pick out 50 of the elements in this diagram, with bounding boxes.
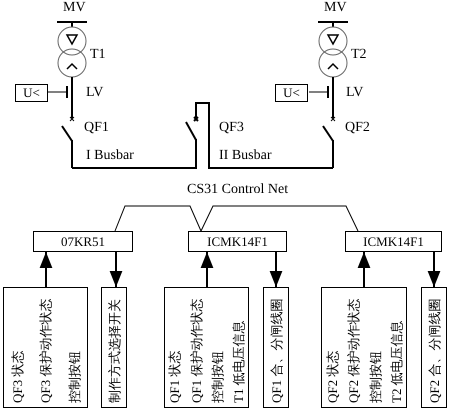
device-label: ICMK14F1: [363, 234, 424, 250]
relay-box: [15, 84, 48, 102]
signal-text: T1 低电压信息: [232, 319, 247, 403]
signal-text: QF2 合、分闸线圈: [428, 298, 442, 403]
component-label: MV: [324, 1, 347, 15]
network-label: CS31 Control Net: [187, 183, 288, 197]
controller-box: [188, 231, 287, 252]
signal-box: [321, 287, 407, 408]
signal-box: [101, 287, 127, 408]
signal-text: QF1 合、分闸线圈: [270, 298, 284, 403]
signal-box: [421, 287, 447, 408]
component-label: QF2: [345, 121, 370, 135]
arrow: [110, 252, 122, 287]
signal-text: QF2 保护动作状态: [347, 298, 362, 403]
component-label: II Busbar: [219, 149, 272, 163]
signal-text: QF1 状态: [168, 350, 183, 403]
signal-text: 控制按钮: [368, 350, 383, 403]
signal-text: QF1 保护动作状态: [190, 298, 204, 403]
component-label: MV: [63, 1, 86, 15]
device-label: 07KR51: [60, 234, 106, 250]
component-label: I Busbar: [86, 149, 134, 163]
device-label: U<: [23, 85, 40, 101]
arrow: [40, 252, 52, 287]
signal-text: 制作方式选择开关: [108, 298, 122, 403]
relay-box: [275, 84, 308, 102]
device-label: U<: [283, 85, 300, 101]
network-line: [114, 206, 202, 232]
arrow: [358, 252, 370, 287]
component-label: LV: [86, 86, 104, 100]
arrow: [270, 252, 282, 287]
controller-box: [345, 231, 442, 252]
component-label: QF1: [84, 121, 109, 135]
component-label: T2: [351, 48, 367, 62]
network-line: [200, 206, 358, 232]
arrow: [200, 252, 214, 287]
signal-text: T2 低电压信息: [390, 319, 404, 403]
controller-box: [33, 231, 133, 252]
signal-text: QF3 状态: [11, 350, 26, 403]
component-label: QF3: [219, 121, 244, 135]
signal-text: QF3 保护动作状态: [39, 298, 54, 403]
signal-text: QF2 状态: [326, 350, 340, 403]
component-label: T1: [90, 48, 106, 62]
signal-text: 控制按钮: [68, 350, 82, 403]
signal-text: 控制按钮: [210, 350, 226, 403]
signal-box: [263, 287, 289, 408]
component-label: LV: [346, 86, 364, 100]
signal-box: [164, 287, 249, 408]
device-label: ICMK14F1: [207, 234, 268, 250]
signal-box: [3, 287, 88, 408]
arrow: [428, 252, 440, 287]
